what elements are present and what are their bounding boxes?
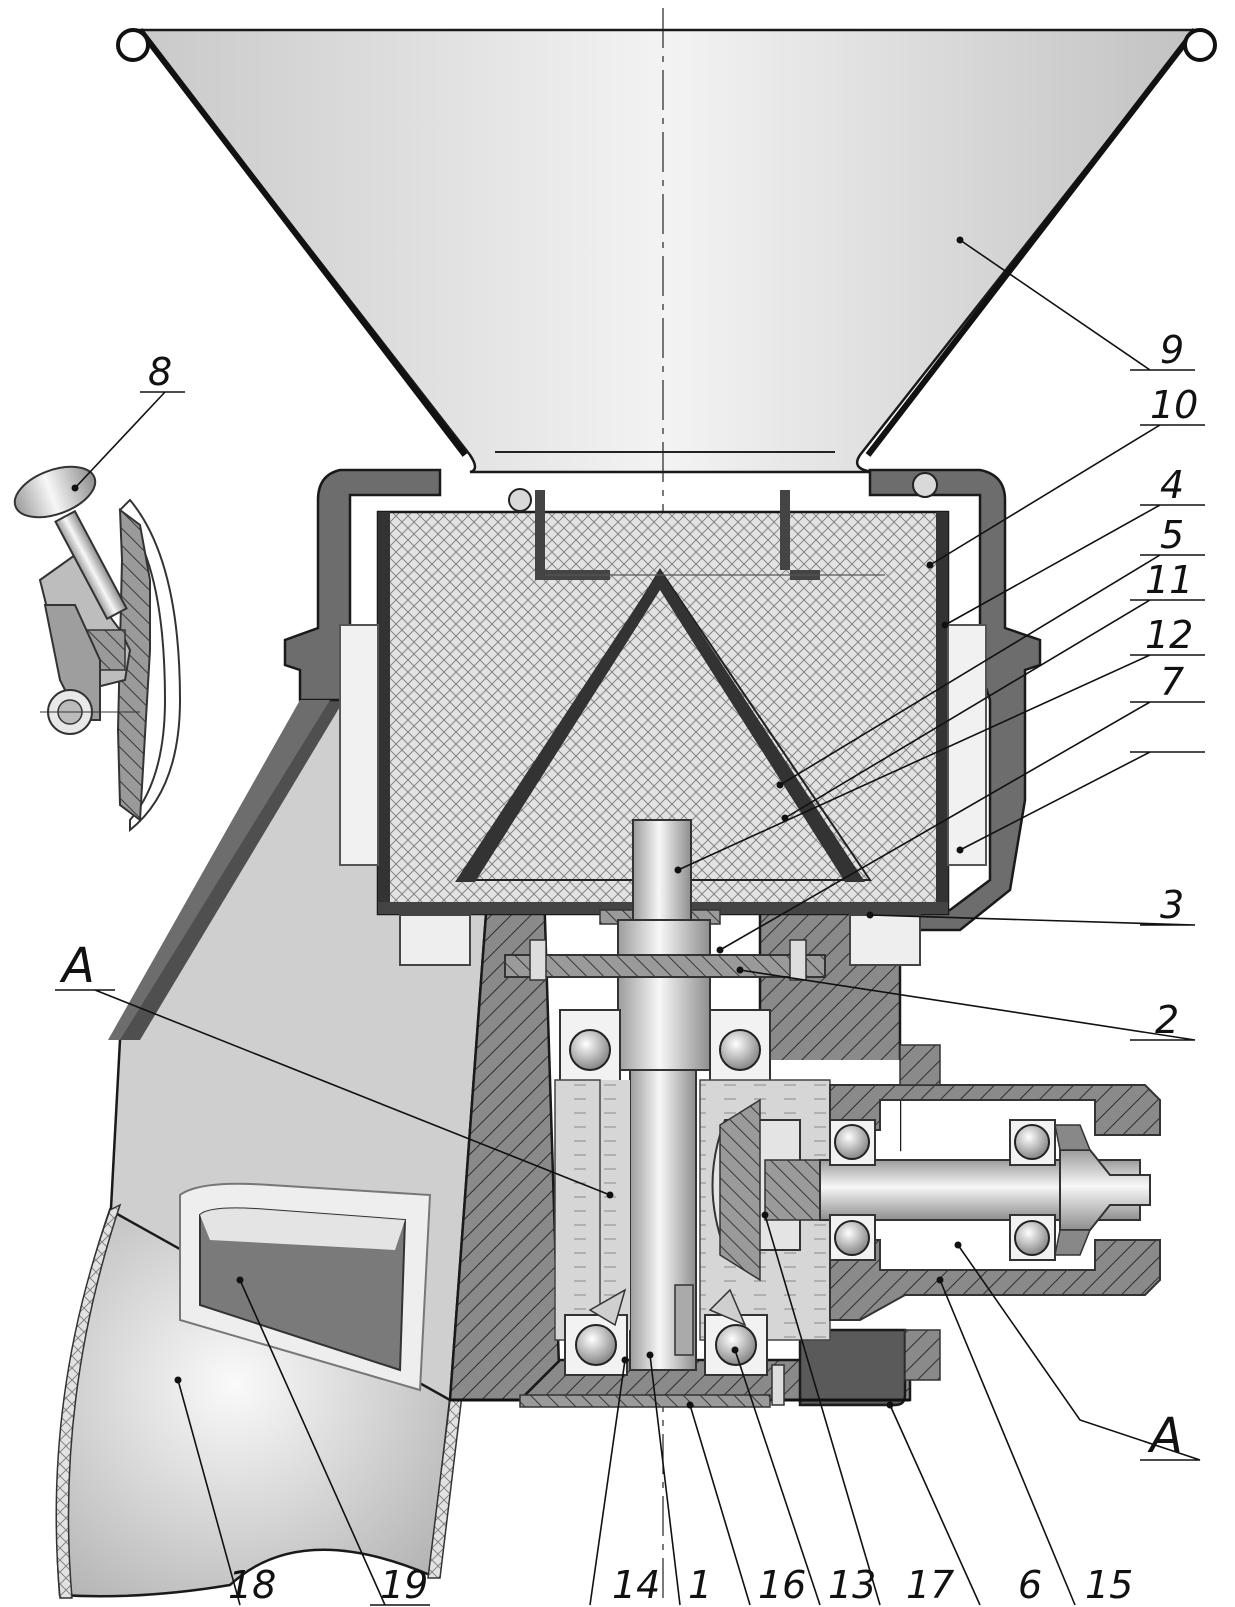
detail-8 (13, 465, 182, 833)
callout-4: 4 (1160, 463, 1184, 507)
callout-17: 17 (906, 1563, 954, 1607)
callout-7: 7 (1160, 660, 1184, 704)
callout-9: 9 (1160, 328, 1184, 372)
hopper (116, 28, 1217, 474)
callout-13: 13 (828, 1563, 876, 1607)
section-mark-a-left: A (59, 938, 95, 994)
callout-8: 8 (148, 350, 172, 394)
callout-5: 5 (1160, 513, 1184, 557)
callout-14: 14 (612, 1563, 660, 1607)
callout-15: 15 (1085, 1563, 1133, 1607)
callout-labels: 8 9 10 4 5 11 12 7 3 2 A A 18 19 14 1 16… (59, 328, 1198, 1607)
callout-3: 3 (1160, 883, 1184, 927)
callout-6: 6 (1018, 1563, 1042, 1607)
callout-11: 11 (1145, 558, 1193, 602)
section-mark-a-right: A (1147, 1408, 1183, 1464)
callout-1: 1 (688, 1563, 712, 1607)
callout-2: 2 (1155, 998, 1179, 1042)
callout-18: 18 (228, 1563, 276, 1607)
bevel-gear-drive (588, 1044, 1161, 1381)
callout-10: 10 (1150, 383, 1198, 427)
callout-19: 19 (380, 1563, 428, 1607)
callout-12: 12 (1145, 613, 1193, 657)
leader-lines (55, 236, 1205, 1606)
rotor-assembly (339, 472, 987, 966)
callout-16: 16 (758, 1563, 806, 1607)
